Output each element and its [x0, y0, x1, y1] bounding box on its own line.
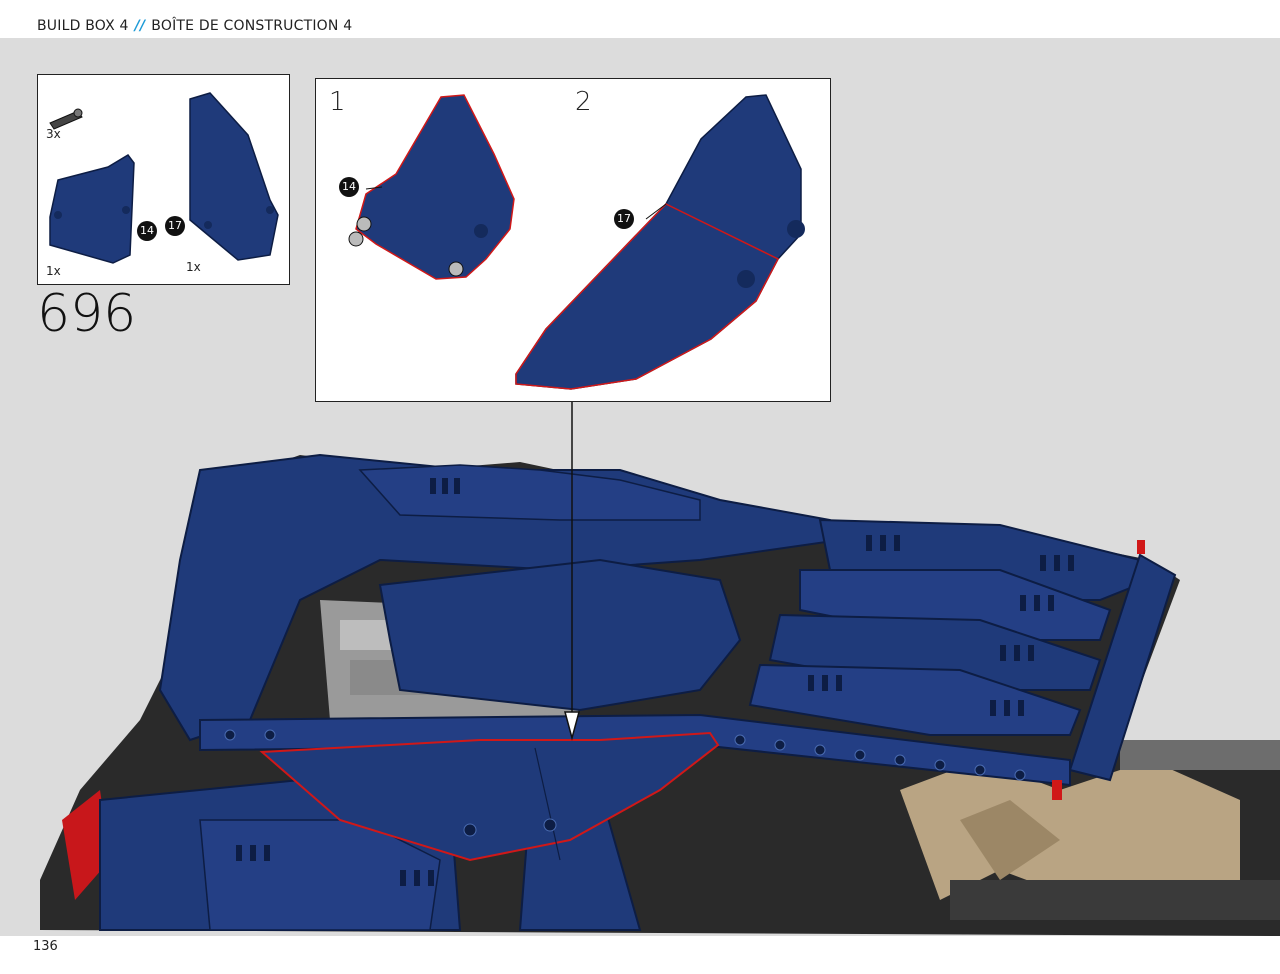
header-left-text: BUILD BOX 4	[37, 18, 129, 34]
page-footer	[0, 936, 1280, 974]
model-illustration	[40, 402, 1280, 936]
substep-drawing	[348, 94, 805, 390]
part-callout-17: 17	[165, 216, 185, 236]
part-callout-14: 14	[137, 221, 157, 241]
substep-1-callout: 14	[339, 177, 359, 197]
substep-2-assembly	[515, 94, 805, 390]
part-qty-axle: 3x	[46, 127, 61, 141]
substep-2-callout: 17	[614, 209, 634, 229]
parts-list-box: 3x 14 1x 17 1x	[37, 74, 290, 285]
blue-panel-large-icon	[189, 92, 279, 261]
part-qty-small-panel: 1x	[46, 264, 61, 278]
header-title: BUILD BOX 4 // BOÎTE DE CONSTRUCTION 4	[37, 18, 352, 34]
parts-drawing	[49, 92, 279, 264]
part-qty-large-panel: 1x	[186, 260, 201, 274]
header-right-text: BOÎTE DE CONSTRUCTION 4	[151, 18, 353, 34]
axle-pin-icon	[49, 108, 83, 130]
page-header: BUILD BOX 4 // BOÎTE DE CONSTRUCTION 4	[0, 0, 1280, 38]
substep-1-assembly	[348, 94, 515, 280]
substep-2-label: 2	[575, 87, 592, 117]
step-number: 696	[37, 284, 137, 344]
blue-panel-small-icon	[49, 154, 135, 264]
model-assembly	[40, 453, 1280, 936]
placement-arrow	[564, 402, 580, 741]
substep-box: 1 14 2 17	[315, 78, 831, 402]
page-number: 136	[33, 939, 58, 954]
header-separator: //	[134, 18, 146, 34]
substep-1-label: 1	[329, 87, 346, 117]
